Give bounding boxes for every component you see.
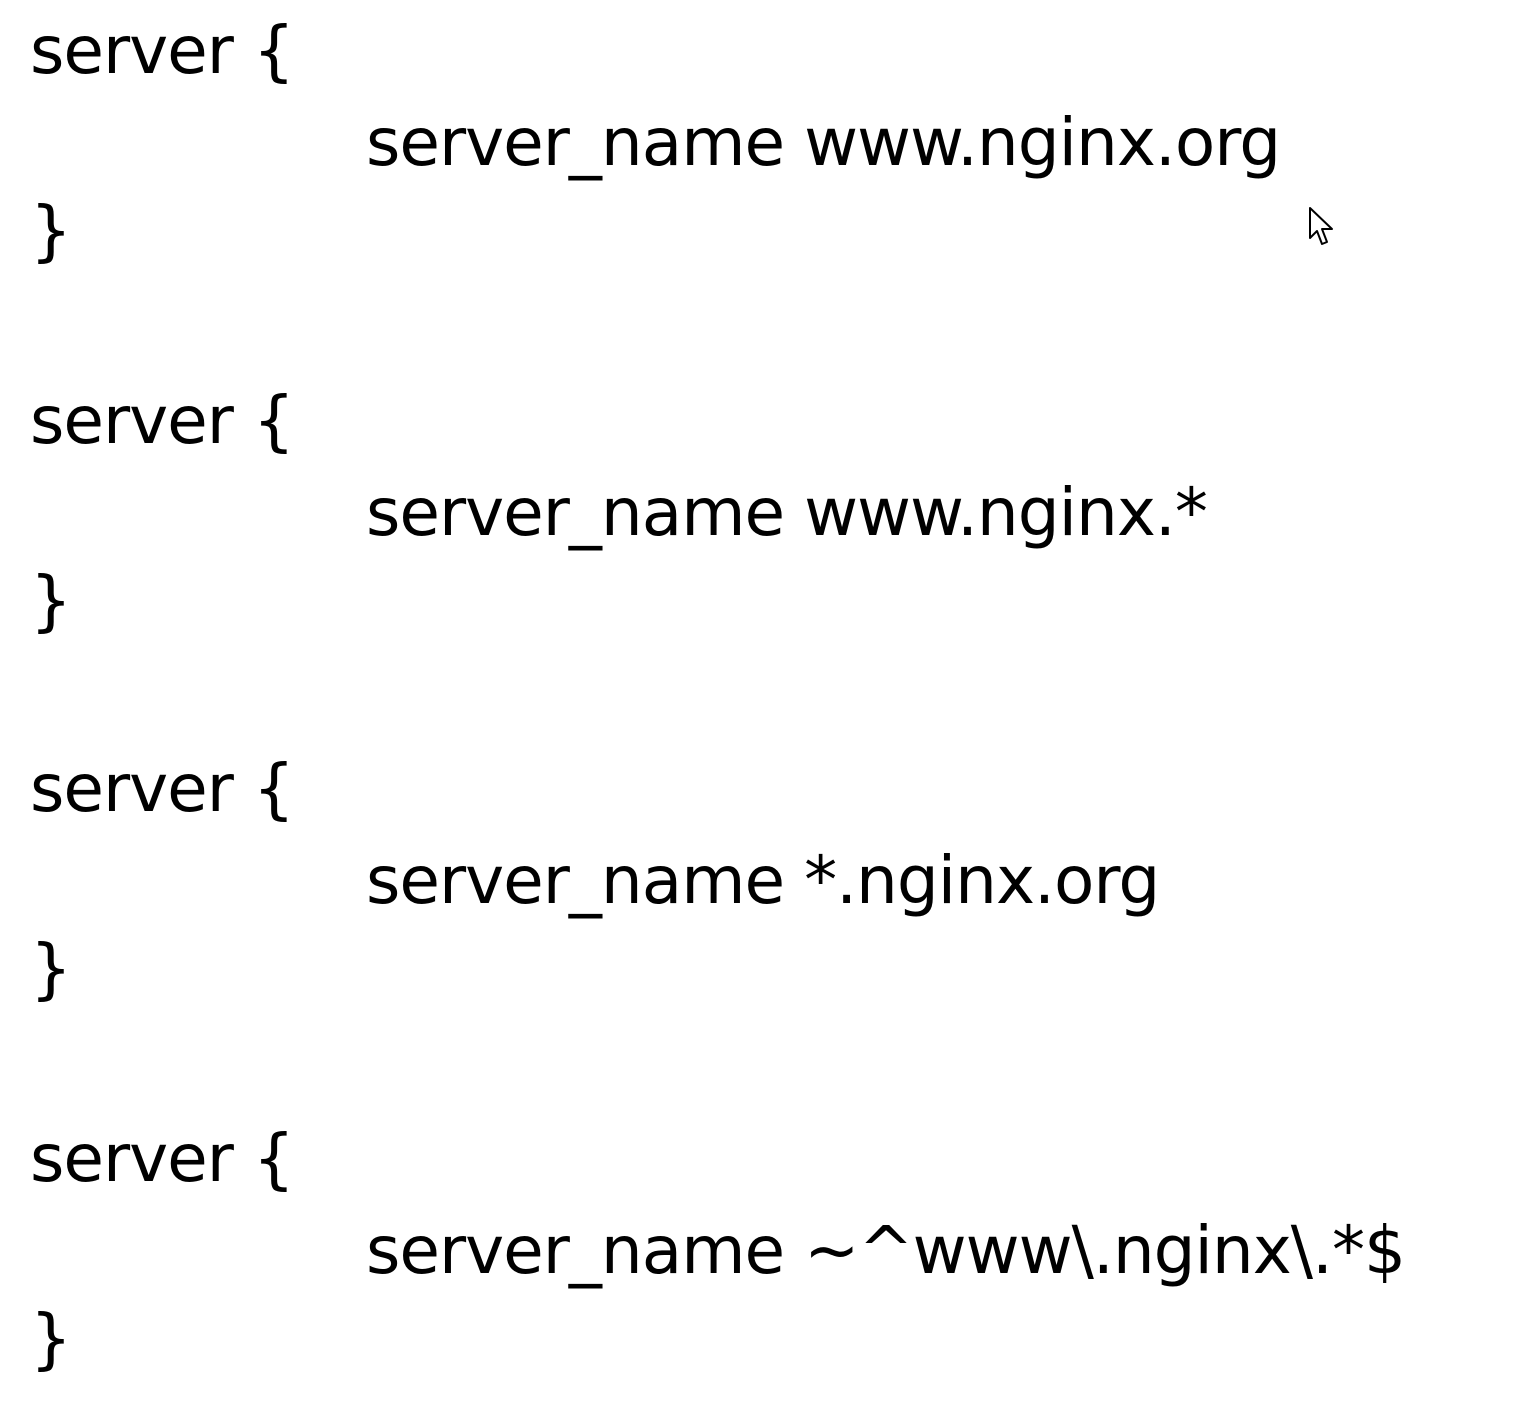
server-block-close: }: [30, 192, 72, 269]
server-block-close: }: [30, 562, 72, 639]
server-block-4: server { server_name ~^www\.nginx\.*$ }: [0, 1126, 1518, 1426]
server-name-directive: server_name *.nginx.org: [366, 842, 1160, 919]
server-name-directive: server_name ~^www\.nginx\.*$: [366, 1212, 1406, 1289]
server-block-open: server {: [30, 382, 295, 459]
server-block-open: server {: [30, 12, 295, 89]
server-block-2: server { server_name www.nginx.* }: [0, 388, 1518, 688]
server-block-open: server {: [30, 1120, 295, 1197]
server-block-1: server { server_name www.nginx.org }: [0, 18, 1518, 318]
server-block-open: server {: [30, 750, 295, 827]
server-block-close: }: [30, 1300, 72, 1377]
server-block-close: }: [30, 930, 72, 1007]
server-name-directive: server_name www.nginx.*: [366, 474, 1208, 551]
server-name-directive: server_name www.nginx.org: [366, 104, 1281, 181]
server-block-3: server { server_name *.nginx.org }: [0, 756, 1518, 1056]
mouse-pointer-icon: [1309, 207, 1333, 245]
